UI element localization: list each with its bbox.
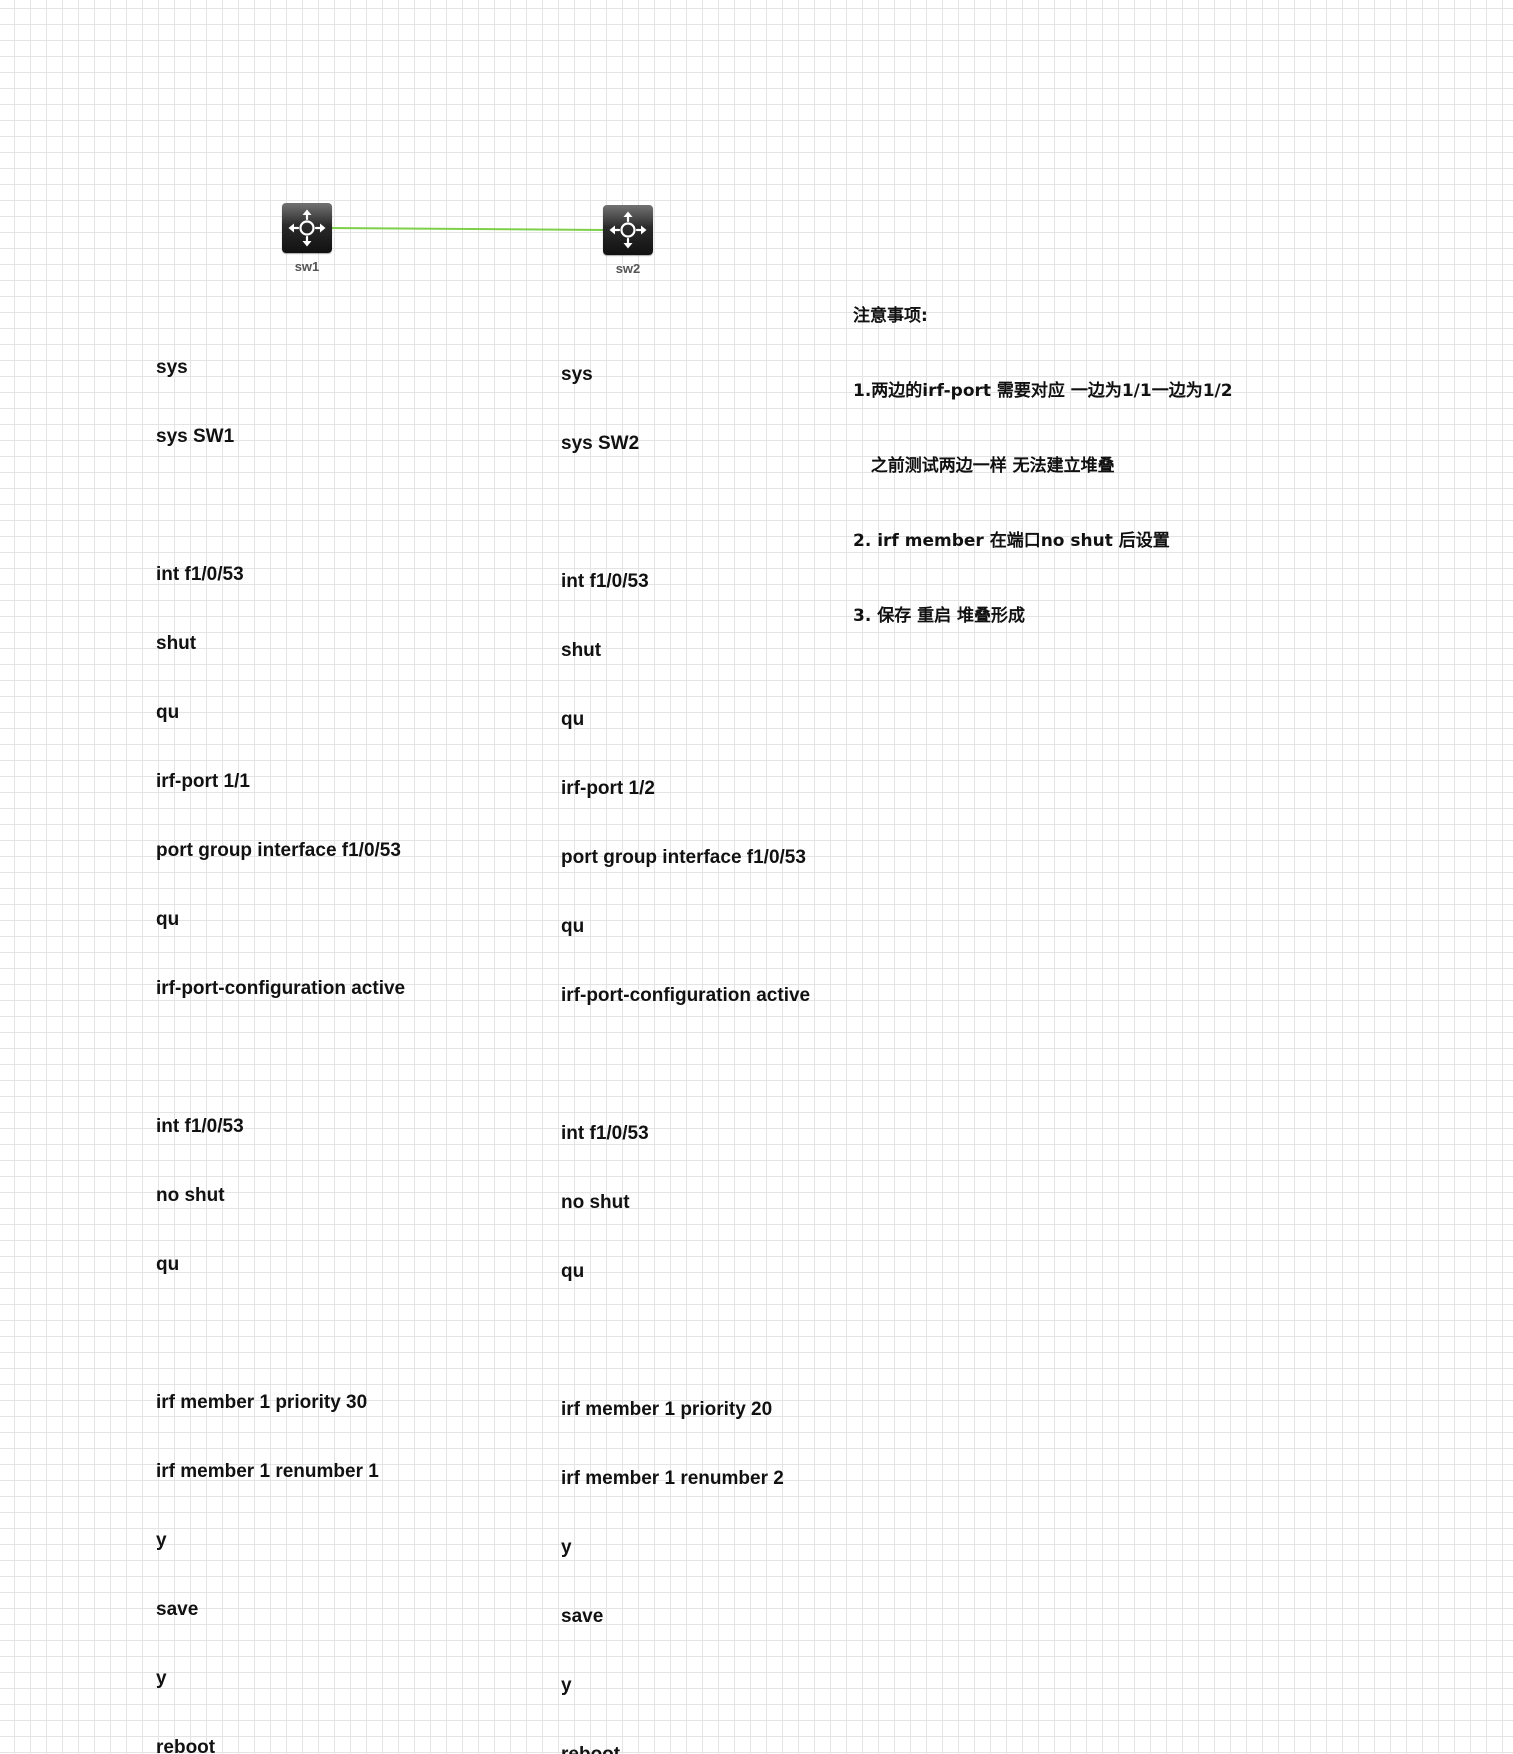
config-line: qu: [561, 709, 585, 730]
config-line: no shut: [561, 1192, 630, 1213]
config-line: sys SW1: [156, 426, 235, 447]
notes-title: 注意事项:: [853, 306, 928, 326]
config-line: irf-port-configuration active: [156, 978, 406, 999]
config-line: qu: [561, 1261, 585, 1282]
node-sw2[interactable]: sw2: [603, 205, 653, 276]
config-line: [156, 494, 405, 517]
notes-item: 之前测试两边一样 无法建立堆叠: [853, 456, 1115, 476]
config-line: sys SW2: [561, 433, 640, 454]
notes-item: 3. 保存 重启 堆叠形成: [853, 606, 1026, 626]
notes-block[interactable]: 注意事项: 1.两边的irf-port 需要对应 一边为1/1一边为1/2 之前…: [853, 254, 1233, 679]
layer3-switch-icon: [282, 203, 332, 253]
config-line: int f1/0/53: [561, 1123, 649, 1144]
config-line: reboot: [156, 1737, 216, 1754]
config-line: irf-port 1/2: [561, 778, 655, 799]
config-line: qu: [156, 909, 180, 930]
config-line: shut: [561, 640, 602, 661]
link-sw1-sw2[interactable]: [329, 227, 605, 231]
node-sw1[interactable]: sw1: [282, 203, 332, 274]
config-line: [561, 501, 810, 524]
config-line: int f1/0/53: [156, 1116, 244, 1137]
config-line: y: [156, 1668, 167, 1689]
node-label-sw1: sw1: [294, 259, 320, 274]
config-block-sw1[interactable]: sys sys SW1 int f1/0/53 shut qu irf-port…: [156, 310, 405, 1754]
notes-item: 2. irf member 在端口no shut 后设置: [853, 531, 1170, 551]
config-line: y: [156, 1530, 167, 1551]
config-line: reboot: [561, 1743, 810, 1754]
config-line: no shut: [156, 1185, 225, 1206]
config-line: save: [156, 1599, 199, 1620]
config-line: sys: [561, 364, 593, 385]
config-block-sw2[interactable]: sys sys SW2 int f1/0/53 shut qu irf-port…: [561, 317, 810, 1754]
config-line: save: [561, 1606, 604, 1627]
config-line: qu: [156, 702, 180, 723]
config-line: shut: [156, 633, 197, 654]
topology-canvas: sw1 sw2 sys sys: [156, 203, 1233, 1754]
config-line: [156, 1046, 405, 1069]
config-line: [561, 1053, 810, 1076]
config-line: irf member 1 priority 30: [156, 1392, 368, 1413]
config-line: port group interface f1/0/53: [156, 840, 401, 861]
config-line: int f1/0/53: [156, 564, 244, 585]
config-line: irf-port-configuration active: [561, 985, 811, 1006]
config-line: qu: [156, 1254, 180, 1275]
config-line: [561, 1329, 810, 1352]
config-line: sys: [156, 357, 188, 378]
notes-item: 1.两边的irf-port 需要对应 一边为1/1一边为1/2: [853, 381, 1233, 401]
config-line: y: [561, 1675, 572, 1696]
config-line: y: [561, 1537, 572, 1558]
layer3-switch-icon: [603, 205, 653, 255]
node-label-sw2: sw2: [615, 261, 641, 276]
config-line: irf-port 1/1: [156, 771, 250, 792]
config-line: [156, 1322, 405, 1345]
config-line: irf member 1 renumber 1: [156, 1461, 379, 1482]
config-line: int f1/0/53: [561, 571, 649, 592]
config-line: qu: [561, 916, 585, 937]
config-line: port group interface f1/0/53: [561, 847, 806, 868]
config-line: irf member 1 renumber 2: [561, 1468, 784, 1489]
config-line: irf member 1 priority 20: [561, 1399, 773, 1420]
